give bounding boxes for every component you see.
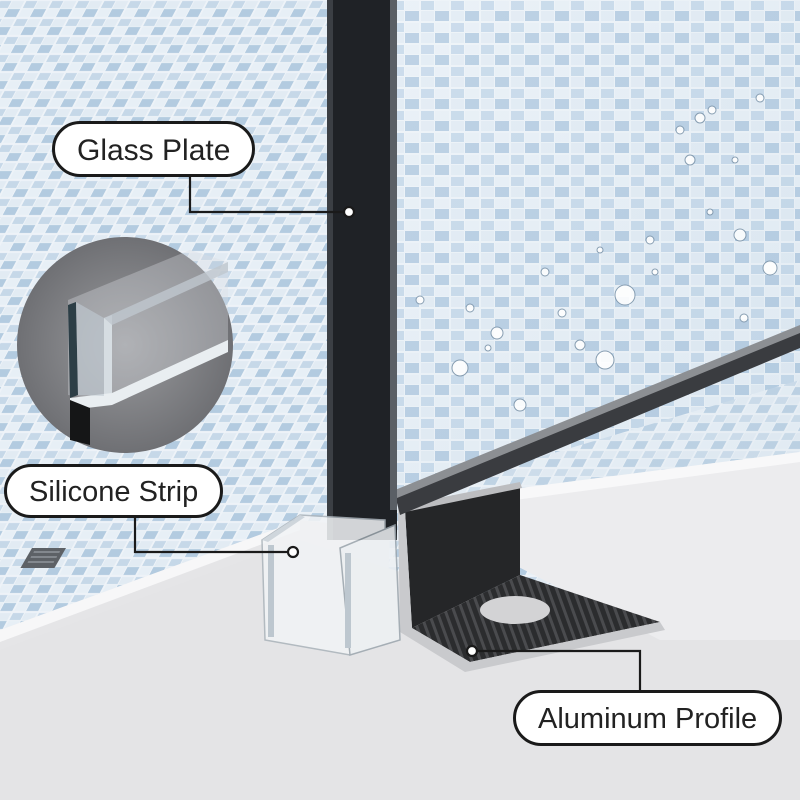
silicone-strip-label: Silicone Strip: [4, 464, 224, 518]
glass-plate-label: Glass Plate: [52, 121, 256, 177]
aluminum-profile-label: Aluminum Profile: [513, 690, 783, 746]
detail-magnifier: [17, 237, 233, 453]
